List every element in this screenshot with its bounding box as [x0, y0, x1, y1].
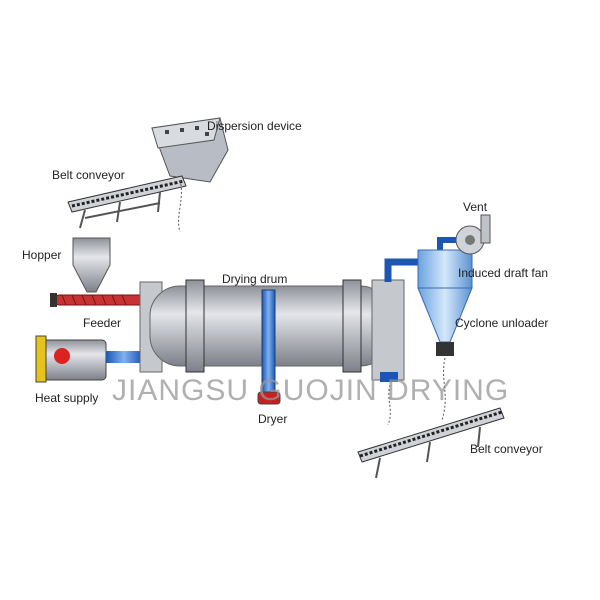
dispersion-device: [151, 117, 229, 183]
hopper: [72, 237, 111, 293]
label-hopper: Hopper: [22, 248, 62, 262]
belt-conveyor-top: [67, 175, 187, 233]
label-belt-conveyor-top: Belt conveyor: [52, 168, 125, 182]
watermark: JIANGSU GUOJIN DRYING: [112, 374, 510, 407]
label-cyclone-unloader: Cyclone unloader: [455, 316, 549, 330]
dryer-motor: [257, 391, 281, 405]
feeder-screw: [50, 293, 144, 307]
belt-conveyor-bottom: [357, 407, 505, 479]
label-dispersion-device: Dispersion device: [207, 119, 302, 133]
label-belt-conveyor-bottom: Belt conveyor: [470, 442, 543, 456]
heat-supply: [35, 335, 142, 383]
label-dryer: Dryer: [258, 412, 288, 426]
induced-draft-fan: [455, 214, 491, 255]
cyclone-unloader: [417, 249, 473, 421]
drying-drum: [139, 279, 405, 426]
label-feeder: Feeder: [83, 316, 122, 330]
label-drying-drum: Drying drum: [222, 272, 288, 286]
label-vent: Vent: [463, 200, 488, 214]
label-induced-draft-fan: Induced draft fan: [458, 266, 549, 280]
label-heat-supply: Heat supply: [35, 391, 99, 405]
air-duct: [384, 237, 458, 282]
